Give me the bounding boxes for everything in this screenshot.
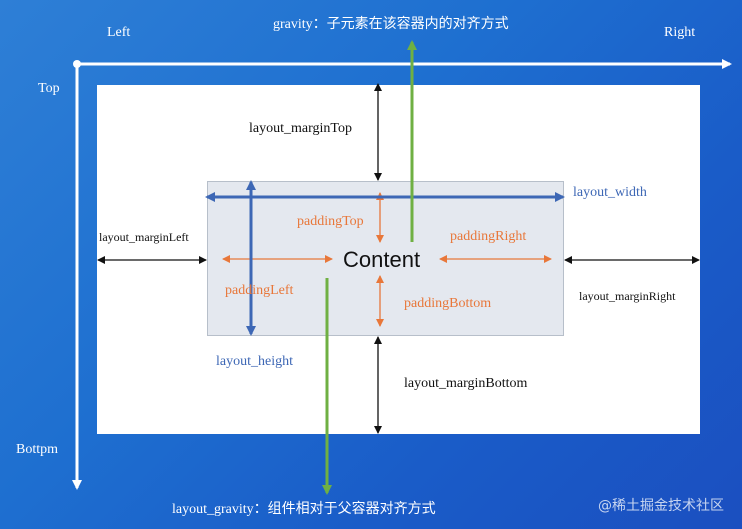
margin-top-label: layout_marginTop: [249, 121, 352, 136]
margin-bottom-label: layout_marginBottom: [404, 376, 528, 391]
padding-right-label: paddingRight: [450, 229, 527, 244]
watermark: @稀土掘金技术社区: [598, 498, 724, 514]
content-label: Content: [343, 247, 421, 272]
axis-label-right: Right: [664, 25, 696, 40]
margin-left-label: layout_marginLeft: [99, 230, 189, 244]
axis-label-left: Left: [107, 25, 131, 40]
gravity-label: gravity：子元素在该容器内的对齐方式: [273, 17, 509, 32]
axis-label-top: Top: [38, 81, 60, 96]
layout-width-label: layout_width: [573, 185, 647, 200]
axis-label-bottom: Bottpm: [16, 442, 59, 457]
padding-top-label: paddingTop: [297, 214, 364, 229]
layout-gravity-label: layout_gravity：组件相对于父容器对齐方式: [172, 502, 436, 517]
layout-height-label: layout_height: [216, 354, 293, 369]
margin-right-label: layout_marginRight: [579, 289, 676, 303]
padding-left-label: paddingLeft: [225, 283, 294, 298]
padding-bottom-label: paddingBottom: [404, 296, 492, 311]
